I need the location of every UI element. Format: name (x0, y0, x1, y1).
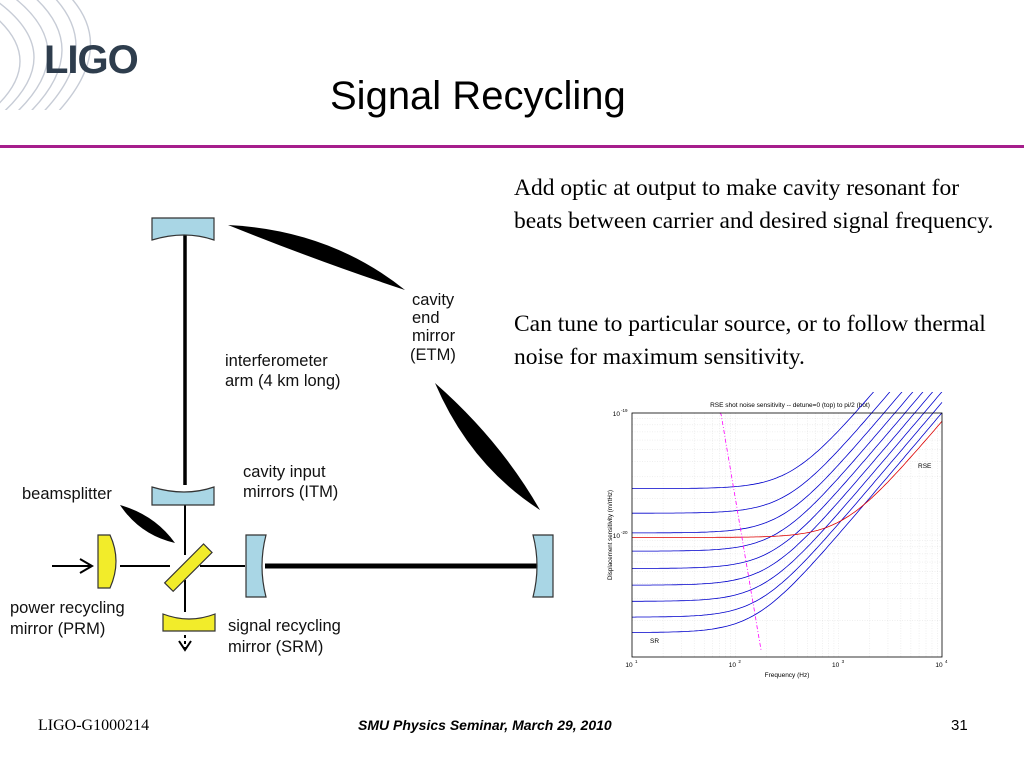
label-etm-3: mirror (412, 327, 456, 345)
chart-title: RSE shot noise sensitivity -- detune=0 (… (710, 402, 870, 409)
y-axis-label: Displacement sensitivity (m/rtHz) (607, 490, 614, 580)
chart-grid (632, 413, 942, 657)
x-tick-label: 10 (625, 662, 633, 669)
beamsplitter-pointer (120, 505, 175, 543)
y-tick-exponent: -19 (621, 408, 628, 413)
x-axis-label: Frequency (Hz) (765, 672, 810, 679)
input-arrow-icon (79, 558, 94, 574)
label-etm-1: cavity (412, 291, 455, 309)
itm-horizontal-mirror (245, 534, 267, 598)
label-prm-1: power recycling (10, 599, 125, 617)
x-tick-label: 10 (832, 662, 840, 669)
title-divider (0, 145, 1024, 148)
sr-detune-curve (632, 392, 924, 569)
logo-text: LIGO (44, 38, 139, 82)
footer-event: SMU Physics Seminar, March 29, 2010 (358, 717, 612, 733)
body-paragraph-2: Can tune to particular source, or to fol… (514, 311, 986, 370)
annotation-sr: SR (650, 638, 659, 645)
itm-vertical-mirror (151, 486, 215, 506)
footer-page-number: 31 (951, 717, 968, 734)
body-paragraph-1: Add optic at output to make cavity reson… (514, 175, 994, 234)
chart-series-group (632, 392, 943, 651)
x-tick-exponent: 4 (945, 659, 948, 664)
beamsplitter-optic (163, 543, 213, 593)
etm-right-mirror (532, 534, 554, 598)
signal-recycling-mirror (162, 613, 216, 632)
output-arrow-icon (178, 640, 192, 652)
interferometer-diagram: cavity end mirror (ETM) interferometer a… (10, 217, 554, 656)
label-etm-4: (ETM) (410, 346, 456, 364)
sr-detune-curve (632, 392, 943, 602)
label-itm-2: mirrors (ITM) (243, 483, 338, 501)
label-arm-2: arm (4 km long) (225, 372, 341, 390)
sr-detune-curve (632, 392, 874, 489)
etm-pointer-lower (435, 383, 540, 510)
sql-curve (719, 412, 762, 651)
plot-frame (631, 412, 943, 658)
rse-curve (632, 420, 943, 538)
slide-title: Signal Recycling (330, 74, 626, 118)
power-recycling-mirror (97, 534, 117, 589)
ligo-logo: LIGO (0, 0, 170, 110)
etm-top-mirror (151, 217, 215, 241)
etm-pointer-upper (228, 225, 405, 290)
label-srm-2: mirror (SRM) (228, 638, 323, 656)
sensitivity-chart: RSE shot noise sensitivity -- detune=0 (… (590, 392, 960, 688)
x-tick-exponent: 3 (842, 659, 845, 664)
sr-detune-curve (632, 392, 934, 586)
y-tick-label: 10 (613, 411, 621, 418)
label-itm-1: cavity input (243, 463, 326, 481)
y-tick-exponent: -20 (621, 530, 628, 535)
sr-detune-curve (632, 392, 914, 552)
x-tick-label: 10 (935, 662, 943, 669)
footer-document-id: LIGO-G1000214 (38, 717, 150, 734)
sr-detune-curve (632, 392, 891, 514)
label-prm-2: mirror (PRM) (10, 620, 105, 638)
sr-detune-curve (632, 412, 943, 633)
x-tick-label: 10 (729, 662, 737, 669)
y-tick-label: 10 (613, 533, 621, 540)
annotation-rse: RSE (918, 463, 932, 470)
label-arm-1: interferometer (225, 352, 328, 370)
x-tick-exponent: 1 (635, 659, 638, 664)
label-beamsplitter: beamsplitter (22, 485, 112, 503)
sr-detune-curve (632, 392, 903, 534)
label-etm-2: end (412, 309, 440, 327)
label-srm-1: signal recycling (228, 617, 341, 635)
x-tick-exponent: 2 (738, 659, 741, 664)
sr-detune-curve (632, 402, 943, 618)
logo-arcs-icon (0, 0, 92, 110)
